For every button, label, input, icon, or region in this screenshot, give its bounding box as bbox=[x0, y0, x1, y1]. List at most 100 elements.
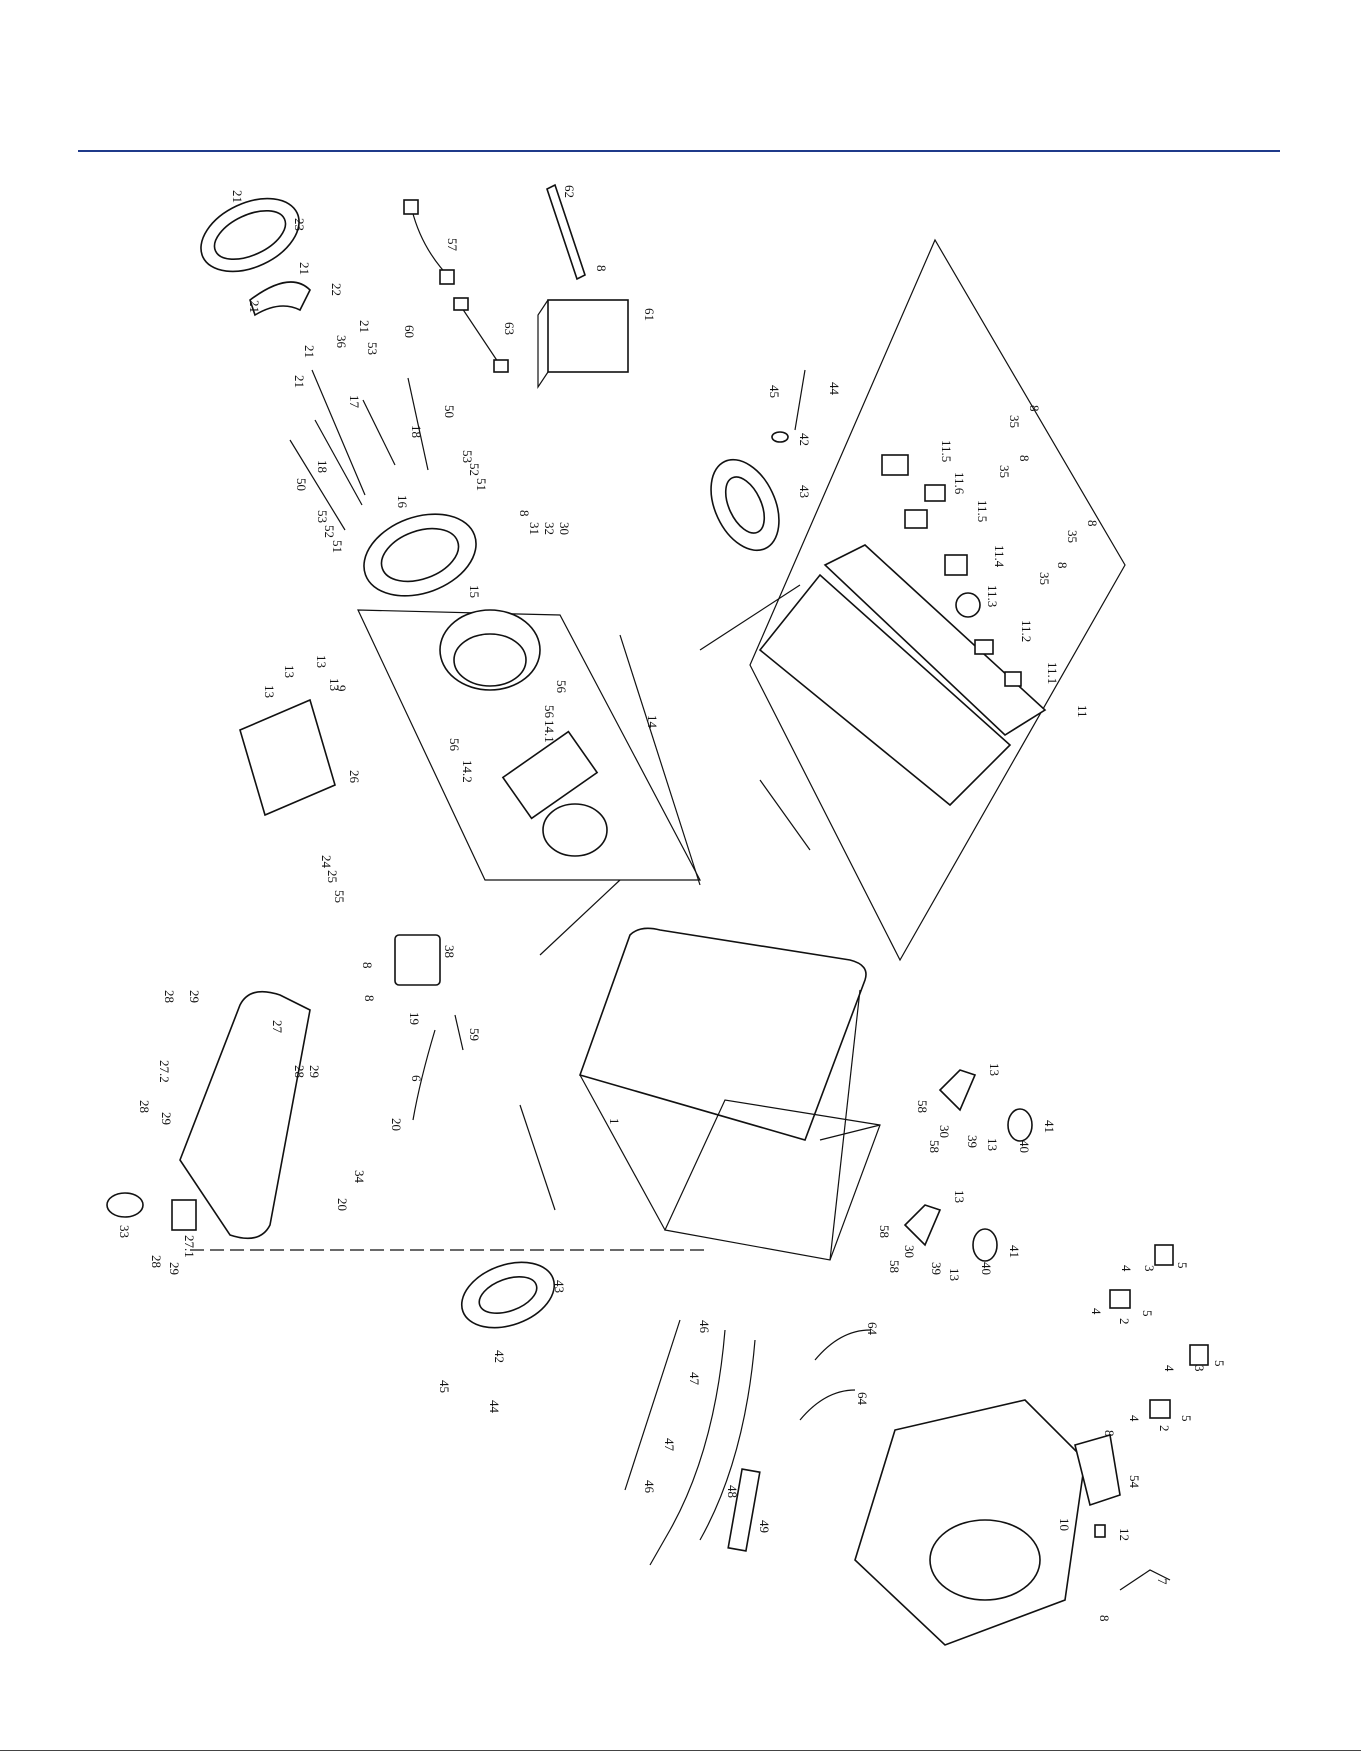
callout: 20 bbox=[335, 1198, 350, 1211]
wheel-43a-hub bbox=[724, 476, 766, 534]
callout: 12 bbox=[1117, 1528, 1132, 1541]
callout: 6 bbox=[409, 1075, 424, 1082]
callout: 14.1 bbox=[542, 720, 557, 743]
callout: 11.6 bbox=[952, 472, 967, 495]
rotor bbox=[501, 730, 599, 820]
callout: 28 bbox=[137, 1100, 152, 1113]
fuel-valve-38 bbox=[394, 934, 441, 986]
handle-48 bbox=[649, 1329, 726, 1566]
guide-line-4 bbox=[759, 779, 811, 851]
callout: 13 bbox=[947, 1268, 962, 1281]
callout: 56 bbox=[554, 680, 569, 694]
frame-1-edge-b bbox=[819, 1124, 881, 1141]
callout: 28 bbox=[149, 1255, 164, 1268]
callout: 13 bbox=[987, 1063, 1002, 1076]
bracket-39b bbox=[903, 1204, 942, 1247]
battery-61 bbox=[547, 299, 629, 373]
callout: 61 bbox=[642, 308, 657, 321]
callout: 45 bbox=[437, 1380, 452, 1393]
callout: 21 bbox=[247, 300, 262, 313]
callout: 2 bbox=[1117, 1318, 1132, 1325]
callout: 54 bbox=[1127, 1475, 1142, 1489]
shield-54 bbox=[1074, 1433, 1121, 1507]
callout: 4 bbox=[1162, 1365, 1177, 1372]
part-11-2 bbox=[974, 639, 994, 655]
callout: 22 bbox=[329, 283, 344, 296]
callout: 38 bbox=[442, 945, 457, 958]
callout: 64 bbox=[865, 1322, 880, 1336]
bolt-17 bbox=[311, 369, 366, 496]
control-panel-group-11 bbox=[749, 238, 1126, 962]
strap-62 bbox=[546, 183, 586, 281]
callout: 14.2 bbox=[460, 760, 475, 783]
callout: 11.5 bbox=[975, 500, 990, 522]
callout: 30 bbox=[557, 522, 572, 535]
callout-labels: 21 23 21 21 22 21 21 36 21 53 60 57 62 8… bbox=[117, 185, 1227, 1622]
callout: 25 bbox=[325, 870, 340, 883]
callout: 51 bbox=[330, 540, 345, 553]
callout: 21 bbox=[292, 375, 307, 388]
callout: 21 bbox=[297, 262, 312, 275]
callout: 30 bbox=[937, 1125, 952, 1138]
callout: 23 bbox=[292, 218, 307, 231]
bolt-18b bbox=[314, 419, 363, 506]
outlet-11-5b bbox=[904, 509, 928, 529]
bracket-22 bbox=[249, 281, 311, 317]
callout: 5 bbox=[1175, 1262, 1190, 1269]
part-11-1 bbox=[1004, 671, 1022, 687]
mount-40a bbox=[1007, 1108, 1033, 1142]
callout: 11 bbox=[1075, 705, 1090, 718]
callout: 58 bbox=[915, 1100, 930, 1113]
callout: 11.3 bbox=[985, 585, 1000, 607]
housing-15-inner bbox=[380, 527, 460, 583]
axle-44a bbox=[794, 369, 806, 431]
engine-10-flywheel bbox=[929, 1519, 1041, 1601]
callout: 58 bbox=[877, 1225, 892, 1238]
callout: 24 bbox=[319, 855, 334, 869]
callout: 21 bbox=[357, 320, 372, 333]
guide-line-3 bbox=[699, 584, 801, 651]
callout: 21 bbox=[230, 190, 245, 203]
callout: 5 bbox=[1140, 1310, 1155, 1317]
guide-line-2 bbox=[539, 879, 621, 956]
part-2a bbox=[1109, 1289, 1131, 1309]
callout: 13 bbox=[282, 665, 297, 678]
callout: 26 bbox=[347, 770, 362, 784]
callout: 46 bbox=[697, 1320, 712, 1334]
callout: 16 bbox=[395, 495, 410, 509]
callout: 4 bbox=[1119, 1265, 1134, 1272]
callout: 64 bbox=[855, 1392, 870, 1406]
part-3b bbox=[1189, 1344, 1209, 1366]
callout: 19 bbox=[407, 1012, 422, 1025]
frame-1-edge-c bbox=[829, 989, 861, 1261]
callout: 11.4 bbox=[992, 545, 1007, 568]
battery-61-side bbox=[537, 299, 549, 389]
callout: 39 bbox=[929, 1262, 944, 1275]
callout: 42 bbox=[797, 433, 812, 446]
callout: 18 bbox=[409, 425, 424, 438]
callout: 13 bbox=[327, 678, 342, 691]
callout: 11.5 bbox=[939, 440, 954, 462]
callout: 40 bbox=[979, 1262, 994, 1275]
callout: 8 bbox=[1102, 1430, 1117, 1437]
callout: 43 bbox=[797, 485, 812, 498]
frame-1-edge-a bbox=[579, 1074, 666, 1231]
callout: 20 bbox=[389, 1118, 404, 1131]
hose-6 bbox=[412, 1029, 436, 1121]
callout: 28 bbox=[292, 1065, 307, 1078]
callout: 47 bbox=[687, 1372, 702, 1386]
callout: 51 bbox=[474, 478, 489, 491]
washer-42a bbox=[771, 431, 789, 443]
callout: 27 bbox=[270, 1020, 285, 1034]
callout: 29 bbox=[159, 1112, 174, 1125]
callout: 31 bbox=[527, 522, 542, 535]
callout: 11.1 bbox=[1045, 662, 1060, 684]
callout: 13 bbox=[314, 655, 329, 668]
callout: 17 bbox=[347, 395, 362, 409]
outlet-11-5a bbox=[881, 454, 909, 476]
callout: 9 bbox=[334, 685, 349, 692]
callout: 43 bbox=[552, 1280, 567, 1293]
hose-64a bbox=[814, 1329, 871, 1361]
callout: 14 bbox=[645, 715, 660, 729]
callout: 49 bbox=[757, 1520, 772, 1533]
